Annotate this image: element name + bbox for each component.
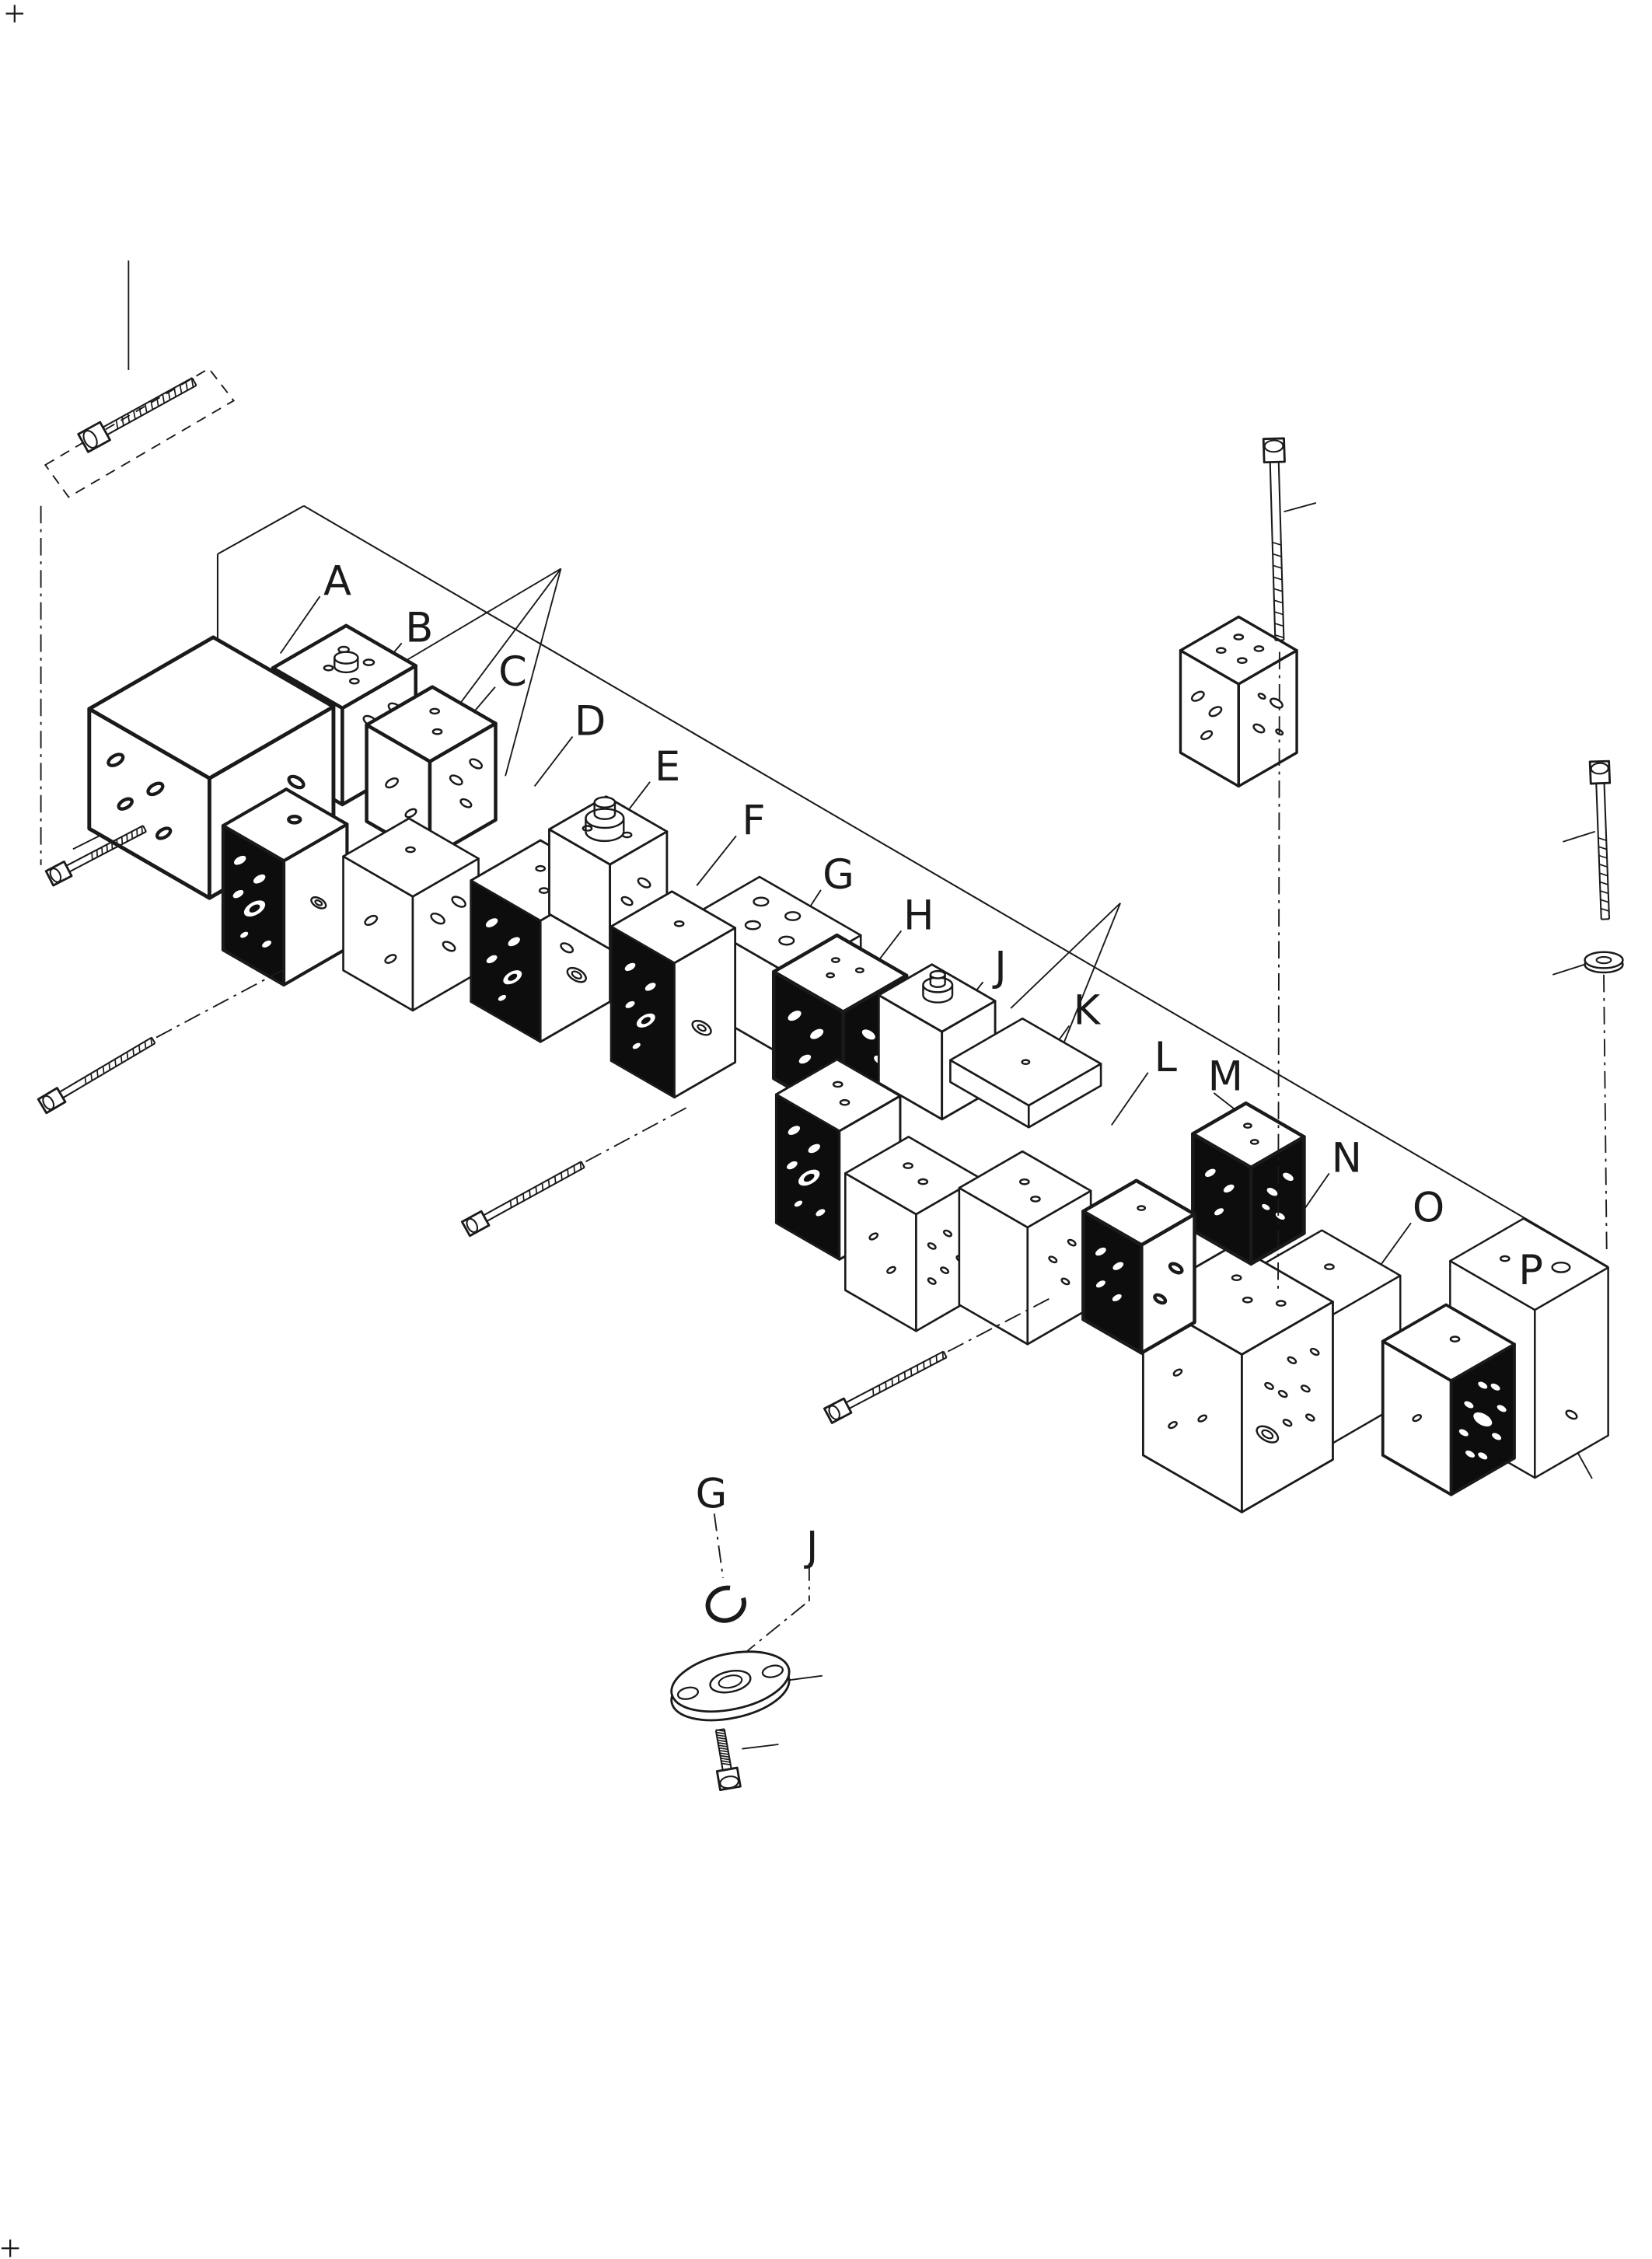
callout-d: D [575,698,606,745]
part-callouts: A B C D E F G H J K L M N O P G J [323,557,1543,1570]
callout-j: J [992,943,1007,990]
part-valve-block-3 [609,890,737,1099]
callout-m: M [1208,1053,1243,1100]
callout-a: A [323,557,351,605]
washer [1584,951,1624,974]
callout-e: E [655,743,680,791]
cap-screw-left-long [37,1036,156,1115]
cap-screw-top-right [1262,437,1286,641]
valve-j-nut-top [929,969,946,989]
part-separate-valve-block-top-right [1179,615,1298,788]
cap-screw-top-left [77,377,197,453]
center-lines [40,505,1608,1657]
callout-o: O [1413,1184,1444,1231]
bolt-envelope-dashed [44,260,236,498]
cap-screw-bottom [823,1350,948,1424]
part-valve-block-2 [470,839,612,1043]
valve-j-nut-base [922,976,954,1004]
cap-screw-detail [714,1728,742,1792]
block-b-top-nut [334,651,359,674]
part-dark-valve-block-l [1081,1178,1196,1355]
callout-c: C [498,648,527,696]
callout-f: F [742,797,765,844]
callout-g: G [823,851,854,899]
part-spacer-plate-k [949,1017,1102,1129]
corner-marks [1,5,24,2257]
callout-k: K [1074,987,1102,1035]
callout-detail-g: G [696,1471,728,1518]
valve-d-cap-base [585,808,625,843]
callout-n: N [1332,1134,1362,1182]
flange-plate [670,1650,791,1722]
cap-screw-left-short [44,825,147,887]
diagram-linework [1,5,1624,2257]
cap-screw-right [1588,759,1612,920]
cap-screw-middle [460,1161,585,1238]
callout-p: P [1518,1247,1543,1294]
callout-detail-j: J [804,1523,819,1570]
part-spacer-block-1 [342,817,480,1012]
part-spacer-block-5 [958,1150,1092,1346]
valve-d-cap-top [593,796,616,820]
callout-b: B [405,604,433,651]
part-dark-valve-block-m [1191,1101,1306,1266]
part-dark-face-block-p [1381,1303,1516,1496]
callout-l: L [1154,1034,1178,1081]
part-dark-face-block-left [221,787,349,987]
callout-h: H [903,892,934,940]
